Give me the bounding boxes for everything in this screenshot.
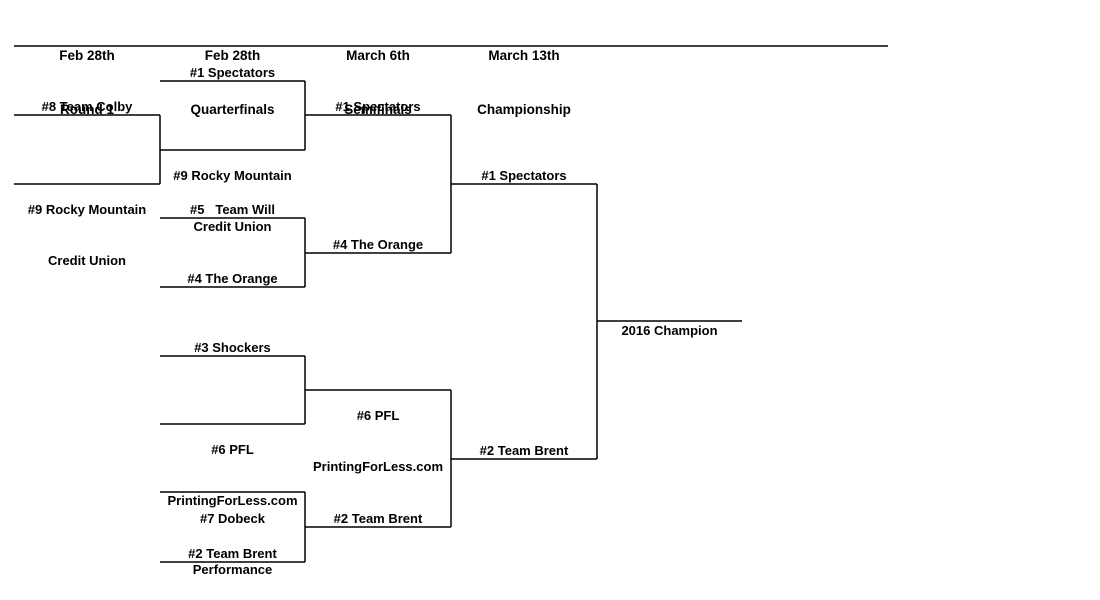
header-semifinals: March 6th Semifinals xyxy=(305,11,451,137)
header-championship-date: March 13th xyxy=(488,48,560,63)
team-qf-4: #4 The Orange xyxy=(187,271,278,286)
team-sf-2: #4 The Orange xyxy=(332,237,424,252)
team-qf-2: #9 Rocky Mountain Credit Union xyxy=(160,133,305,252)
team-r1-2-line2: Credit Union xyxy=(48,253,126,268)
team-sf-1: #1 Spectators xyxy=(335,99,421,114)
team-sf-3: #6 PFL PrintingForLess.com xyxy=(305,373,451,492)
team-final-2: #2 Team Brent xyxy=(479,443,569,458)
team-qf-6-line1: #6 PFL xyxy=(211,442,254,457)
team-qf-6-line2: PrintingForLess.com xyxy=(167,493,298,508)
header-round1-date: Feb 28th xyxy=(59,48,115,63)
team-qf-7-line1: #7 Dobeck xyxy=(199,511,266,526)
header-semifinals-title: Semifinals xyxy=(344,102,412,117)
team-r1-2: #9 Rocky Mountain Credit Union xyxy=(14,167,160,286)
team-qf-5: #3 Shockers xyxy=(194,340,271,355)
team-qf-7: #7 Dobeck Performance xyxy=(160,476,305,595)
team-qf-7-line2: Performance xyxy=(192,562,273,577)
team-qf-6: #6 PFL PrintingForLess.com xyxy=(160,407,305,526)
team-final-1: #1 Spectators xyxy=(481,168,567,183)
header-quarterfinals: Feb 28th Quarterfinals xyxy=(160,11,305,137)
header-round1: Feb 28th Round 1 xyxy=(14,11,160,137)
team-sf-3-line1: #6 PFL xyxy=(356,408,400,423)
team-qf-2-line1: #9 Rocky Mountain xyxy=(173,168,292,183)
team-qf-1: #1 Spectators xyxy=(189,65,276,80)
team-r1-2-line1: #9 Rocky Mountain xyxy=(27,202,147,217)
team-sf-4: #2 Team Brent xyxy=(333,511,423,526)
team-qf-8: #2 Team Brent xyxy=(188,546,277,561)
team-r1-1: #8 Team Colby xyxy=(41,99,133,114)
header-championship-title: Championship xyxy=(477,102,571,117)
header-championship: March 13th Championship xyxy=(451,11,597,137)
team-qf-2-line2: Credit Union xyxy=(193,219,272,234)
header-round1-title: Round 1 xyxy=(60,102,114,117)
header-quarterfinals-title: Quarterfinals xyxy=(190,102,275,117)
header-semifinals-date: March 6th xyxy=(346,48,410,63)
header-quarterfinals-date: Feb 28th xyxy=(204,48,261,63)
team-qf-3: #5 Team Will xyxy=(190,202,275,217)
champion-label: 2016 Champion xyxy=(621,323,718,338)
team-sf-3-line2: PrintingForLess.com xyxy=(312,459,444,474)
